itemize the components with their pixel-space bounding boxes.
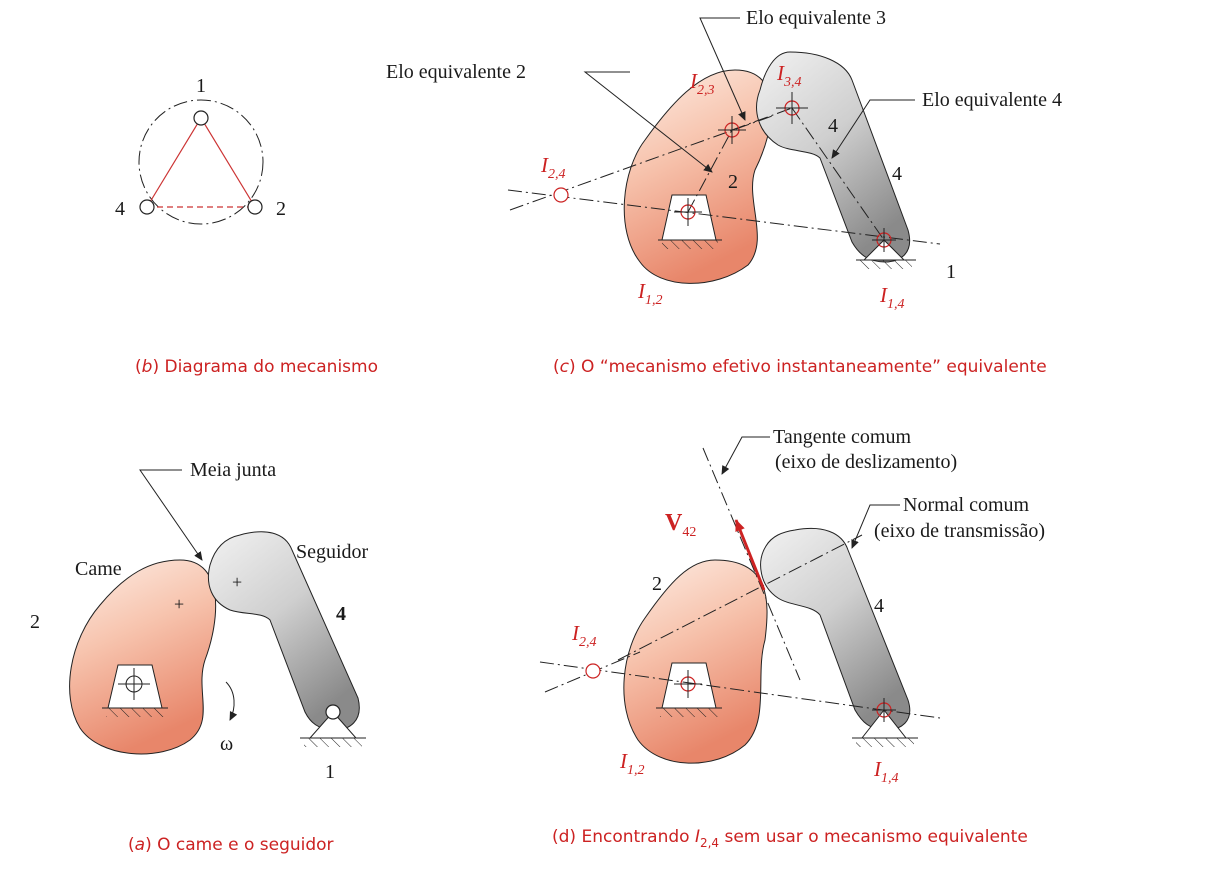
pivot-I24: [553, 187, 569, 203]
tangent-line: [702, 447, 801, 681]
label-link-2: 2: [728, 171, 738, 193]
cam-center-mark-a: +: [174, 594, 184, 614]
pivot-I34: [776, 92, 808, 124]
label-elo2: Elo equivalente 2: [386, 61, 526, 83]
caption-a: (a) O came e o seguidor: [128, 835, 334, 855]
label-link-2-d: 2: [652, 573, 662, 595]
cam-ground-hatch: [662, 240, 718, 249]
label-I23: I2,3: [689, 69, 715, 98]
cam-ground-hatch-d: [660, 708, 718, 717]
follower-body-d: [760, 527, 911, 731]
leader-elo2: [583, 71, 713, 173]
label-normal-1: Normal comum: [903, 494, 1030, 516]
leader-elo3: [699, 17, 746, 121]
label-link-4-d: 4: [874, 595, 884, 617]
leader-tangent: [721, 436, 770, 475]
label-I14: I1,4: [879, 283, 905, 312]
label-link-4-lower: 4: [892, 163, 902, 185]
label-I12: I1,2: [637, 279, 663, 308]
pivot-I12: [674, 198, 702, 226]
node-4-label: 4: [115, 198, 125, 220]
label-seguidor: Seguidor: [296, 541, 369, 563]
follower-ground-hatch-a: [304, 738, 362, 747]
label-elo3: Elo equivalente 3: [746, 7, 886, 29]
node-2: [247, 199, 263, 215]
velocity-vector: [734, 519, 766, 591]
caption-b: (b) Diagrama do mecanismo: [135, 357, 378, 377]
line-I24-I23: [509, 114, 776, 211]
label-link-2-a: 2: [30, 611, 40, 633]
pivot-I24-d: [585, 663, 601, 679]
diagram-outer-circle: [138, 99, 264, 225]
cam-body-d: [623, 559, 768, 764]
pivot-I23: [718, 116, 746, 144]
label-ground-1-a: 1: [325, 761, 335, 783]
link-1-4: [146, 117, 202, 208]
leader-meia-junta: [139, 469, 203, 561]
node-1-label: 1: [196, 75, 206, 97]
pivot-I12-d: [674, 670, 702, 698]
label-normal-2: (eixo de transmissão): [874, 520, 1045, 542]
panel-a-cam-follower: + + Meia junta Came Seguidor 2 4 1 ω (a)…: [30, 459, 369, 855]
panel-c-equivalent-mechanism: Elo equivalente 3 Elo equivalente 2 Elo …: [386, 7, 1062, 377]
follower-pivot-a: [325, 704, 341, 720]
link-3-centerline: [731, 107, 793, 131]
label-omega: ω: [220, 733, 233, 755]
follower-ground-hatch: [860, 260, 912, 269]
panel-d-finding-I24: Tangente comum (eixo de deslizamento) No…: [539, 426, 1045, 850]
follower-center-mark-a: +: [232, 572, 242, 592]
label-I12-d: I1,2: [619, 749, 645, 778]
label-link-4-upper: 4: [828, 115, 838, 137]
cam-ground-block: [661, 194, 717, 241]
label-tangent-2: (eixo de deslizamento): [775, 451, 957, 473]
omega-arrow: [225, 681, 238, 721]
caption-c: (c) O “mecanismo efetivo instantaneament…: [553, 357, 1047, 377]
label-link-4-a: 4: [336, 603, 346, 625]
label-velocity: V42: [665, 510, 696, 540]
node-1: [193, 110, 209, 126]
cam-body-a: [69, 559, 217, 755]
label-tangent-1: Tangente comum: [773, 426, 911, 448]
label-meia-junta: Meia junta: [190, 459, 276, 481]
caption-d: (d) Encontrando I2,4 sem usar o mecanism…: [552, 827, 1028, 850]
link-4-centerline: [791, 107, 885, 241]
normal-line: [617, 534, 863, 661]
follower-body-a: [207, 531, 360, 731]
node-2-label: 2: [276, 198, 286, 220]
label-elo4: Elo equivalente 4: [922, 89, 1062, 111]
leader-normal: [851, 504, 900, 549]
label-I34: I3,4: [776, 61, 802, 90]
line-I24-I12-d: [539, 661, 941, 719]
cam-ground-hatch-a: [106, 708, 164, 717]
cam-pivot-a: [118, 668, 150, 700]
line-I24-I12: [507, 189, 941, 245]
link-1-2: [200, 117, 256, 208]
leader-elo4: [831, 99, 915, 159]
label-I24-d: I2,4: [571, 621, 597, 650]
panel-b-diagram: 1 2 4 (b) Diagrama do mecanismo: [115, 75, 378, 377]
link-2-centerline: [687, 129, 733, 213]
label-came: Came: [75, 558, 122, 580]
label-ground-1: 1: [946, 261, 956, 283]
node-4: [139, 199, 155, 215]
label-I24: I2,4: [540, 153, 566, 182]
follower-ground-hatch-d: [856, 738, 914, 747]
cam-body: [623, 69, 772, 284]
pivot-I14-d: [872, 698, 896, 722]
label-I14-d: I1,4: [873, 757, 899, 786]
pivot-I14: [872, 228, 896, 252]
